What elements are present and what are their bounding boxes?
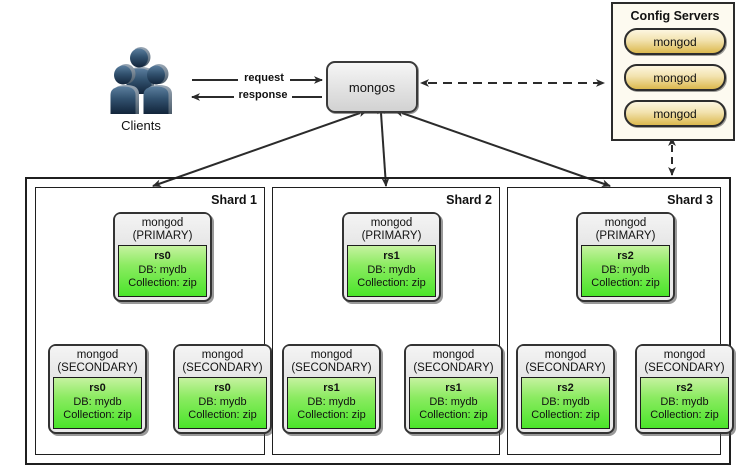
- edge-mongos-shard-3: [394, 109, 611, 188]
- shard-2-label: Shard 2: [446, 193, 492, 207]
- shard-1-label: Shard 1: [211, 193, 257, 207]
- shard-1-primary-body: rs0 DB: mydb Collection: zip: [118, 245, 207, 297]
- shard-3-secondary-node-2[interactable]: mongod (SECONDARY) rs2 DB: mydb Collecti…: [635, 344, 734, 434]
- shard-1-primary-db: DB: mydb: [138, 263, 187, 276]
- shard-3-secondary-1-body: rs2 DB: mydb Collection: zip: [521, 377, 610, 429]
- edge-label-response: response: [234, 89, 292, 101]
- shard-1-secondary-node-1[interactable]: mongod (SECONDARY) rs0 DB: mydb Collecti…: [48, 344, 147, 434]
- shard-2-primary-header: mongod (PRIMARY): [344, 214, 439, 245]
- shard-1-secondary-1-db: DB: mydb: [73, 395, 122, 408]
- shard-3-secondary-2-name: mongod: [663, 349, 706, 361]
- edge-mongos-shard-2: [377, 105, 390, 187]
- shard-2-secondary-2-body: rs1 DB: mydb Collection: zip: [409, 377, 498, 429]
- shard-2-secondary-node-1[interactable]: mongod (SECONDARY) rs1 DB: mydb Collecti…: [282, 344, 381, 434]
- shard-3-secondary-2-body: rs2 DB: mydb Collection: zip: [640, 377, 729, 429]
- shard-2-secondary-1-db: DB: mydb: [307, 395, 356, 408]
- shard-2-secondary-2-role: (SECONDARY): [413, 362, 494, 374]
- shard-2-primary-node[interactable]: mongod (PRIMARY) rs1 DB: mydb Collection…: [342, 212, 441, 302]
- shard-1-primary-role: (PRIMARY): [132, 230, 193, 242]
- shard-1-secondary-2-body: rs0 DB: mydb Collection: zip: [178, 377, 267, 429]
- shard-3-secondary-1-header: mongod (SECONDARY): [518, 346, 613, 377]
- shard-3-secondary-2-header: mongod (SECONDARY): [637, 346, 732, 377]
- shard-1-primary-name: mongod: [141, 217, 184, 229]
- shard-3-secondary-2-collection: Collection: zip: [650, 409, 719, 421]
- shard-2-secondary-1-rs: rs1: [323, 382, 340, 394]
- shard-1-secondary-2-name: mongod: [201, 349, 244, 361]
- shard-2-secondary-1-body: rs1 DB: mydb Collection: zip: [287, 377, 376, 429]
- shard-2-primary-role: (PRIMARY): [361, 230, 422, 242]
- shard-1-primary-rs: rs0: [154, 250, 171, 262]
- shard-2-secondary-node-2[interactable]: mongod (SECONDARY) rs1 DB: mydb Collecti…: [404, 344, 503, 434]
- shard-2-primary-rs: rs1: [383, 250, 400, 262]
- shard-1-secondary-2-db: DB: mydb: [198, 395, 247, 408]
- shard-1-secondary-2-header: mongod (SECONDARY): [175, 346, 270, 377]
- shard-3-secondary-1-rs: rs2: [557, 382, 574, 394]
- shard-1-secondary-1-role: (SECONDARY): [57, 362, 138, 374]
- shard-3-primary-node[interactable]: mongod (PRIMARY) rs2 DB: mydb Collection…: [576, 212, 675, 302]
- shard-1-secondary-2-role: (SECONDARY): [182, 362, 263, 374]
- edge-label-request: request: [238, 72, 290, 84]
- shard-1-secondary-1-body: rs0 DB: mydb Collection: zip: [53, 377, 142, 429]
- shard-3-secondary-1-name: mongod: [544, 349, 587, 361]
- shard-3-primary-db: DB: mydb: [601, 263, 650, 276]
- shard-2-primary-collection: Collection: zip: [357, 277, 426, 289]
- shard-3-secondary-1-role: (SECONDARY): [525, 362, 606, 374]
- shard-3-primary-header: mongod (PRIMARY): [578, 214, 673, 245]
- shard-3-primary-collection: Collection: zip: [591, 277, 660, 289]
- shard-1-secondary-1-collection: Collection: zip: [63, 409, 132, 421]
- clients-group: Clients: [95, 46, 187, 134]
- shard-2-secondary-1-header: mongod (SECONDARY): [284, 346, 379, 377]
- shard-3-secondary-1-db: DB: mydb: [541, 395, 590, 408]
- shard-3-primary-name: mongod: [604, 217, 647, 229]
- shard-3-label: Shard 3: [667, 193, 713, 207]
- people-group-icon: [110, 47, 172, 114]
- shard-1-secondary-1-rs: rs0: [89, 382, 106, 394]
- shard-3-secondary-node-1[interactable]: mongod (SECONDARY) rs2 DB: mydb Collecti…: [516, 344, 615, 434]
- shard-1-secondary-2-rs: rs0: [214, 382, 231, 394]
- config-server-node-1-label: mongod: [653, 34, 697, 49]
- shard-2-secondary-1-role: (SECONDARY): [291, 362, 372, 374]
- shards-container: [25, 177, 731, 465]
- config-server-node-2-label: mongod: [653, 70, 697, 85]
- shard-3-primary-rs: rs2: [617, 250, 634, 262]
- config-server-node-1[interactable]: mongod: [624, 28, 726, 55]
- config-servers-title: Config Servers: [630, 9, 720, 23]
- shard-2-secondary-2-rs: rs1: [445, 382, 462, 394]
- shard-1-primary-collection: Collection: zip: [128, 277, 197, 289]
- shard-3-secondary-1-collection: Collection: zip: [531, 409, 600, 421]
- shard-2-primary-db: DB: mydb: [367, 263, 416, 276]
- shard-2-secondary-2-db: DB: mydb: [429, 395, 478, 408]
- config-server-node-3-label: mongod: [653, 106, 697, 121]
- shard-2-secondary-1-name: mongod: [310, 349, 353, 361]
- clients-label: Clients: [121, 118, 161, 133]
- mongos-label: mongos: [348, 79, 396, 95]
- shard-2-secondary-2-name: mongod: [432, 349, 475, 361]
- shard-2-secondary-1-collection: Collection: zip: [297, 409, 366, 421]
- shard-1-primary-node[interactable]: mongod (PRIMARY) rs0 DB: mydb Collection…: [113, 212, 212, 302]
- shard-3-primary-body: rs2 DB: mydb Collection: zip: [581, 245, 670, 297]
- config-servers-panel: Config Servers mongod mongod mongod: [611, 2, 735, 141]
- shard-1-secondary-1-header: mongod (SECONDARY): [50, 346, 145, 377]
- shard-3-primary-role: (PRIMARY): [595, 230, 656, 242]
- shard-1-secondary-1-name: mongod: [76, 349, 119, 361]
- shard-2-primary-body: rs1 DB: mydb Collection: zip: [347, 245, 436, 297]
- shard-2-secondary-2-collection: Collection: zip: [419, 409, 488, 421]
- config-server-node-3[interactable]: mongod: [624, 100, 726, 127]
- shard-2-secondary-2-header: mongod (SECONDARY): [406, 346, 501, 377]
- shard-2-primary-name: mongod: [370, 217, 413, 229]
- shard-3-secondary-2-db: DB: mydb: [660, 395, 709, 408]
- mongos-node[interactable]: mongos: [326, 61, 418, 113]
- shard-1-secondary-node-2[interactable]: mongod (SECONDARY) rs0 DB: mydb Collecti…: [173, 344, 272, 434]
- config-server-node-2[interactable]: mongod: [624, 64, 726, 91]
- shard-1-primary-header: mongod (PRIMARY): [115, 214, 210, 245]
- shard-3-secondary-2-rs: rs2: [676, 382, 693, 394]
- shard-1-secondary-2-collection: Collection: zip: [188, 409, 257, 421]
- shard-3-secondary-2-role: (SECONDARY): [644, 362, 725, 374]
